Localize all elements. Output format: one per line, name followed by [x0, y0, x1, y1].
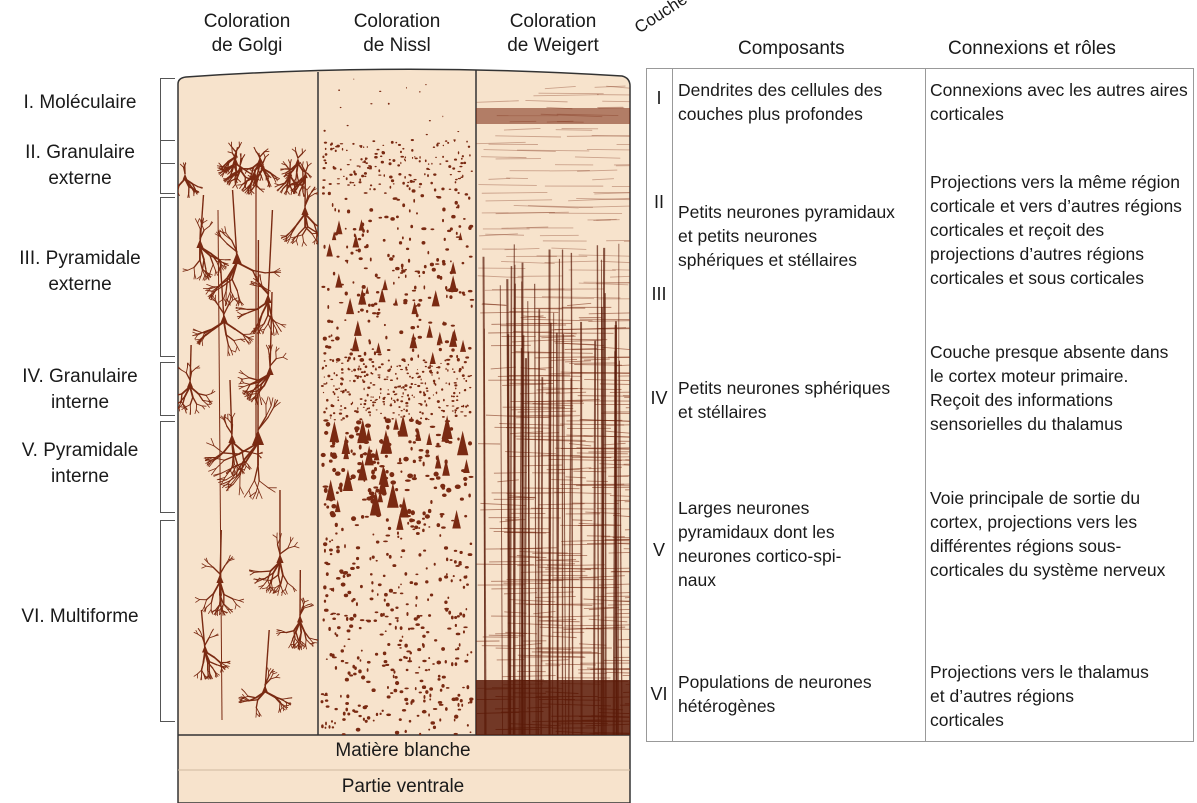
row-4-composants: Petits neurones sphériques et stéllaires: [678, 376, 908, 424]
row-5-couche: V: [648, 540, 670, 561]
header-composants: Composants: [738, 38, 845, 60]
row-6-composants: Populations de neurones hétérogènes: [678, 670, 908, 718]
row-5-composants: Larges neurones pyramidaux dont les neur…: [678, 496, 878, 592]
row-2-connexions: Projections vers la même région cortical…: [930, 170, 1192, 290]
layer-label-1: I. Moléculaire: [0, 90, 160, 116]
row-5-connexions: Voie principale de sortie du cortex, pro…: [930, 486, 1192, 582]
header-connexions: Connexions et rôles: [948, 38, 1116, 60]
bracket-layer-5: [160, 421, 175, 513]
row-1-connexions: Connexions avec les autres aires cortica…: [930, 78, 1192, 126]
row-4-connexions: Couche presque absente dans le cortex mo…: [930, 340, 1170, 436]
row-6-connexions: Projections vers le thalamus et d’autres…: [930, 660, 1150, 732]
bracket-layer-2: [160, 140, 175, 194]
white-matter-label: Matière blanche: [176, 740, 630, 762]
header-couche: Couche: [631, 0, 691, 38]
bracket-layer-3: [160, 197, 175, 357]
row-2-couche: II: [648, 192, 670, 213]
row-2-composants: Petits neurones pyramidaux et petits neu…: [678, 200, 898, 272]
row-6-couche: VI: [648, 684, 670, 705]
bracket-layer-6: [160, 520, 175, 722]
row-1-couche: I: [648, 88, 670, 109]
row-4-couche: IV: [648, 388, 670, 409]
row-1-composants: Dendrites des cellules des couches plus …: [678, 78, 918, 126]
ventral-label: Partie ventrale: [176, 776, 630, 798]
row-3-couche: III: [648, 284, 670, 305]
layer-label-6: VI. Multiforme: [0, 604, 160, 630]
bracket-layer-4: [160, 362, 175, 416]
